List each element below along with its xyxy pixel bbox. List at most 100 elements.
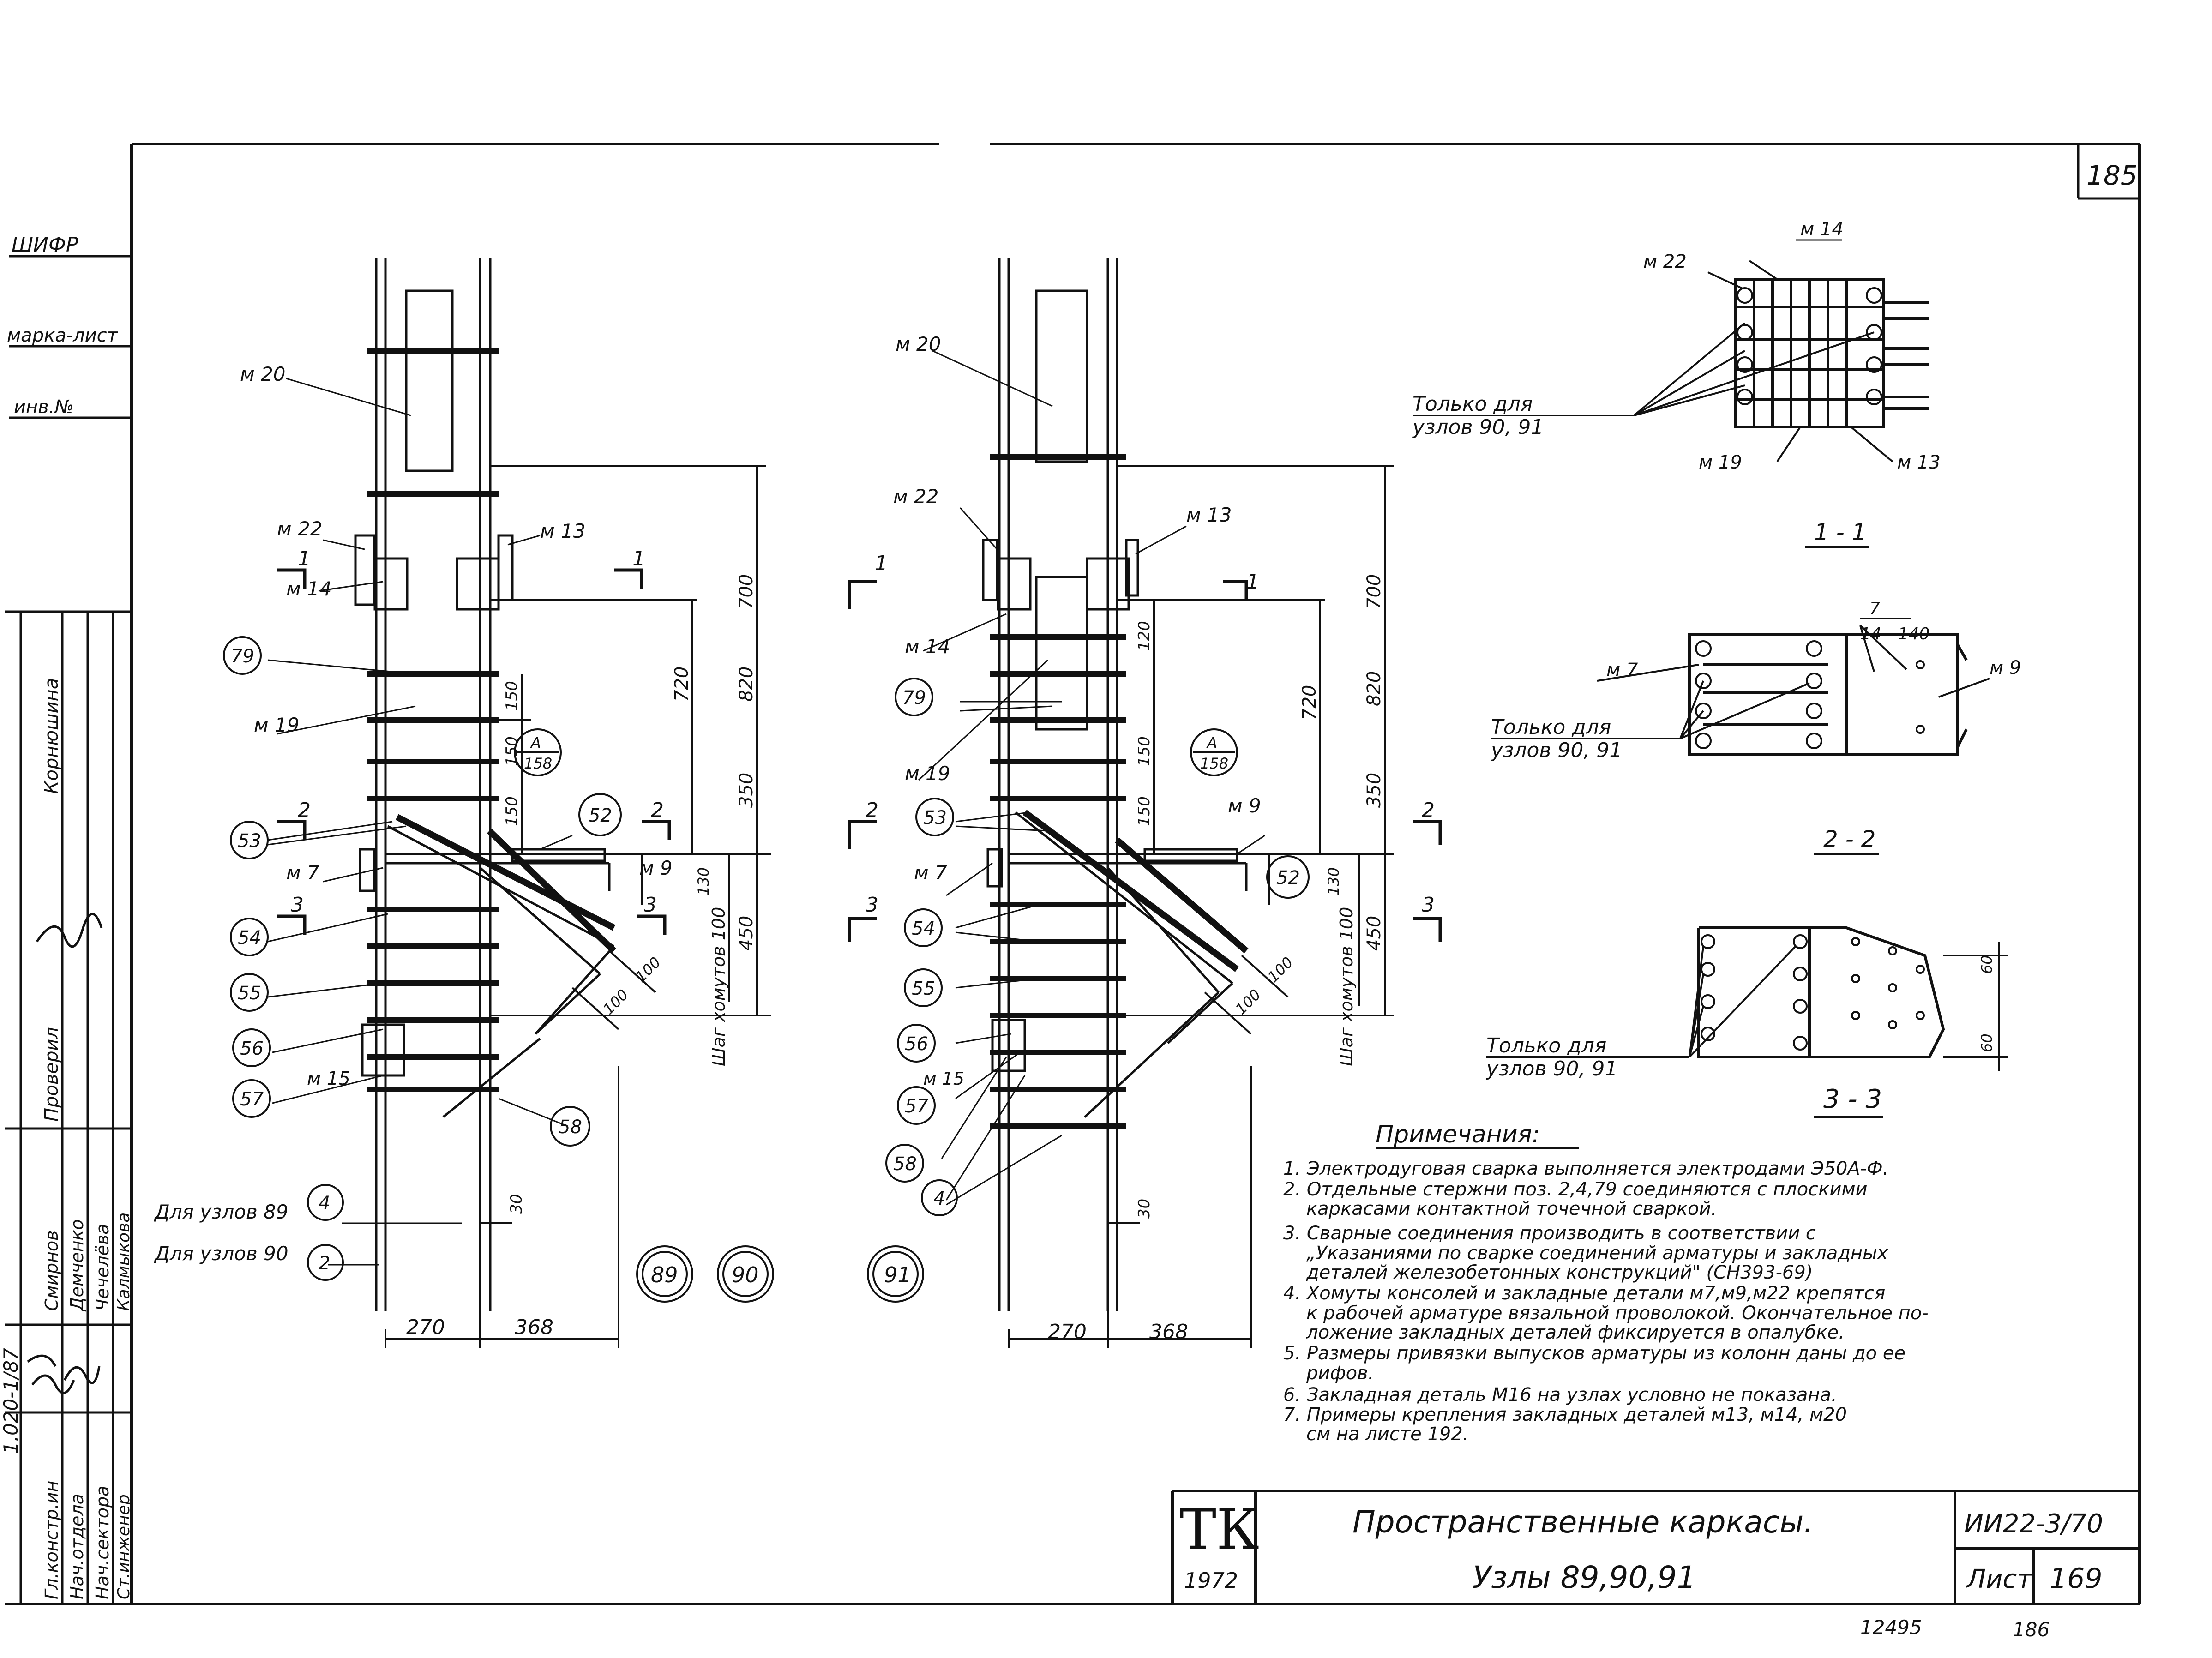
- s1-nodes: узлов 90, 91: [1412, 415, 1544, 439]
- right-m19-plate: [1035, 576, 1088, 731]
- right-dim-270: 270: [1048, 1320, 1087, 1344]
- left-dim-700: 700: [736, 574, 757, 609]
- left-sec-3a: 3: [291, 893, 304, 917]
- s1-label-m19: м 19: [1699, 452, 1742, 473]
- left-m20-plate: [405, 289, 454, 472]
- left-dim-100a: 100: [600, 986, 632, 1018]
- left-dim-820: 820: [736, 667, 757, 702]
- section-3-3: 60 60 Только для узлов 90, 91 3 - 3: [1485, 926, 2008, 1118]
- title-block: ТК 1972 Пространственные каркасы. Узлы 8…: [1171, 1490, 2140, 1604]
- title-sheet-label: Лист: [1966, 1564, 2032, 1594]
- s1-title: 1 - 1: [1814, 519, 1866, 546]
- stamp-mark-sheet: марка-лист: [7, 325, 119, 346]
- s3-only-for: Только для: [1486, 1034, 1606, 1057]
- right-callout-bottom: 158: [1200, 755, 1228, 772]
- left-dim-30: 30: [507, 1194, 526, 1214]
- s2-title: 2 - 2: [1823, 826, 1875, 853]
- left-sec-2a: 2: [298, 799, 311, 822]
- right-pos-54: 54: [912, 918, 935, 939]
- left-node-89: 89: [651, 1262, 678, 1287]
- s3-dim-60b: 60: [1978, 1033, 1996, 1052]
- right-stirrup-step: Шаг хомутов 100: [1336, 907, 1357, 1066]
- right-dim-350: 350: [1364, 773, 1385, 808]
- left-section-marks: [277, 568, 671, 935]
- left-columns: [375, 258, 492, 1311]
- left-label-m22: м 22: [277, 517, 322, 540]
- left-dim-150a: 150: [503, 681, 521, 711]
- left-dim-150c: 150: [503, 796, 521, 826]
- left-dim-100b: 100: [632, 954, 664, 986]
- title-series: ИИ22-3/70: [1964, 1509, 2103, 1539]
- left-node-90: 90: [732, 1262, 759, 1287]
- note-line-12: 6. Закладная деталь М16 на узлах условно…: [1283, 1384, 1837, 1406]
- right-sec-1b: 1: [1246, 570, 1259, 594]
- stamp-checked-label: Проверил: [41, 1027, 62, 1122]
- left-for-89: Для узлов 89: [154, 1201, 289, 1223]
- right-section-marks: [848, 580, 1442, 942]
- s3-nodes: узлов 90, 91: [1485, 1057, 1617, 1081]
- note-line-3: каркасами контактной точечной сваркой.: [1306, 1198, 1717, 1219]
- s3-dim-60a: 60: [1978, 955, 1996, 974]
- note-line-13: 7. Примеры крепления закладных деталей м…: [1283, 1404, 1847, 1425]
- left-dim-350: 350: [736, 773, 757, 808]
- signature-scribble-1: [27, 1354, 75, 1394]
- right-drawing: м 20 м 22 м 13 м 14 м 19 м 7 м 9 м 15 79…: [848, 258, 1442, 1348]
- s1-label-m13: м 13: [1897, 452, 1941, 473]
- s2-frac-top: 7: [1869, 599, 1880, 618]
- title-line-2: Узлы 89,90,91: [1473, 1560, 1696, 1595]
- left-label-m14: м 14: [286, 577, 331, 600]
- right-dim-100a: 100: [1232, 986, 1264, 1018]
- left-dim-450: 450: [736, 916, 757, 951]
- right-dim-450: 450: [1364, 916, 1385, 951]
- note-line-9: ложение закладных деталей фиксируется в …: [1306, 1322, 1845, 1343]
- right-label-m7: м 7: [914, 861, 947, 884]
- right-label-m9: м 9: [1228, 794, 1261, 817]
- right-pos-52: 52: [1276, 867, 1300, 889]
- right-sec-2b: 2: [1422, 799, 1435, 822]
- right-position-circles: [867, 678, 1310, 1303]
- left-dim-150b: 150: [503, 736, 521, 766]
- right-pos-58: 58: [893, 1153, 917, 1175]
- note-line-8: к рабочей арматуре вязальной проволокой.…: [1306, 1303, 1929, 1324]
- left-pos-52: 52: [589, 805, 612, 826]
- s2-nodes: узлов 90, 91: [1490, 739, 1622, 762]
- s3-title: 3 - 3: [1823, 1084, 1882, 1114]
- right-dim-700: 700: [1364, 574, 1385, 609]
- note-line-4: 3. Сварные соединения производить в соот…: [1283, 1223, 1816, 1244]
- right-dim-150b: 150: [1135, 796, 1154, 826]
- left-pos-58: 58: [559, 1117, 582, 1138]
- right-pos-53: 53: [923, 807, 947, 829]
- right-dim-368: 368: [1149, 1320, 1188, 1344]
- left-sec-3b: 3: [644, 893, 657, 917]
- notes-heading: Примечания:: [1376, 1121, 1540, 1148]
- left-dim-720: 720: [671, 667, 692, 702]
- s1-only-for: Только для: [1413, 392, 1533, 416]
- corner-number: 185: [2086, 160, 2138, 191]
- right-sec-1a: 1: [875, 552, 888, 575]
- left-label-m19: м 19: [254, 714, 299, 736]
- right-label-m22: м 22: [893, 485, 938, 508]
- title-year: 1972: [1184, 1568, 1238, 1593]
- notes: Примечания: 1. Электродуговая сварка вып…: [1283, 1121, 1929, 1445]
- stamp-role-4: Ст.инженер: [114, 1494, 133, 1599]
- right-sec-3b: 3: [1422, 893, 1435, 917]
- left-pos-54: 54: [238, 927, 261, 949]
- right-label-m19: м 19: [905, 762, 950, 785]
- left-dim-368: 368: [515, 1316, 553, 1339]
- left-pos-57: 57: [240, 1089, 264, 1110]
- stamp-name-3: Чечелёва: [92, 1224, 113, 1311]
- stamp-doc-code: 1.020-1/87: [0, 1348, 22, 1454]
- right-callout-top: А: [1206, 734, 1217, 751]
- stamp-name-4: Калмыкова: [114, 1213, 133, 1311]
- left-leader-lines: [267, 378, 573, 1266]
- left-sec-1a: 1: [298, 547, 311, 571]
- stamp-role-3: Нач.сектора: [92, 1486, 113, 1599]
- note-line-7: 4. Хомуты консолей и закладные детали м7…: [1283, 1283, 1885, 1304]
- left-stirrups: [367, 348, 499, 1092]
- left-label-m9: м 9: [639, 857, 673, 879]
- left-label-m20: м 20: [240, 363, 285, 385]
- left-position-circles: [223, 636, 774, 1303]
- right-dim-120: 120: [1135, 621, 1154, 651]
- left-sec-2b: 2: [651, 799, 664, 822]
